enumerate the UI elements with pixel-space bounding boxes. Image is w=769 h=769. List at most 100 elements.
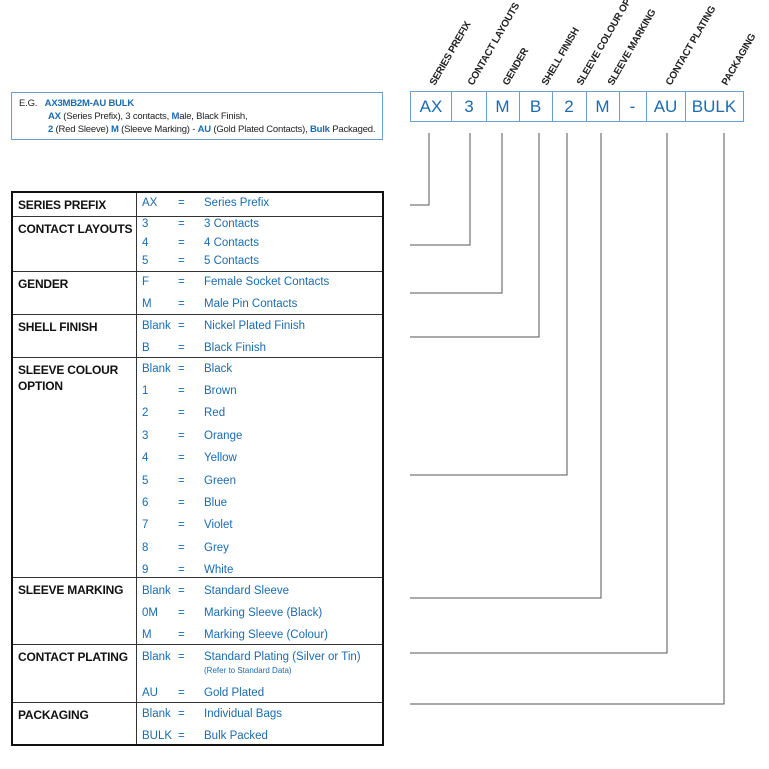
option-description: Female Socket Contacts [204,276,330,288]
option-code: 1 [142,385,149,397]
example-text-segment: 2 [48,124,54,135]
equals-sign: = [178,407,185,419]
option-description: White [204,564,234,576]
section-title: SLEEVE MARKING [18,583,124,597]
example-text-segment: AX [48,111,61,122]
equals-sign: = [178,276,185,288]
example-text-segment: Packaged. [329,124,376,135]
section-divider [13,644,382,645]
option-code: 9 [142,564,149,576]
option-description: Individual Bags [204,708,282,720]
section-divider [13,577,382,578]
option-description: Grey [204,542,229,554]
option-description: Marking Sleeve (Black) [204,607,323,619]
equals-sign: = [178,651,185,663]
option-description: Standard Sleeve [204,585,290,597]
option-description: Standard Plating (Silver or Tin) [204,651,361,663]
option-description: Bulk Packed [204,730,268,742]
equals-sign: = [178,363,185,375]
example-text-segment: (Red Sleeve) [53,124,112,135]
section-title: SHELL FINISH [18,320,98,334]
option-code: 4 [142,237,149,249]
option-code: 3 [142,430,149,442]
equals-sign: = [178,585,185,597]
option-code: 6 [142,497,149,509]
section-title: SLEEVE COLOUR OPTION [18,363,119,393]
option-code: 7 [142,519,149,531]
equals-sign: = [178,430,185,442]
option-description: Series Prefix [204,197,270,209]
option-code: Blank [142,651,171,663]
example-text-segment: (Sleeve Marking) - [118,124,198,135]
example-label: E.G. [19,98,38,109]
equals-sign: = [178,475,185,487]
equals-sign: = [178,564,185,576]
option-description: Yellow [204,452,237,464]
section-title: SERIES PREFIX [18,198,107,212]
example-line-3: 2 (Red Sleeve) M (Sleeve Marking) - AU (… [19,123,382,136]
option-description: Male Pin Contacts [204,298,298,310]
equals-sign: = [178,730,185,742]
code-box-segment: 3 [452,91,487,122]
equals-sign: = [178,255,185,267]
connector-line [410,133,568,476]
option-code: 4 [142,452,149,464]
equals-sign: = [178,708,185,720]
option-code: M [142,298,152,310]
option-code: BULK [142,730,173,742]
equals-sign: = [178,629,185,641]
option-code: 0M [142,607,158,619]
option-description: 4 Contacts [204,237,259,249]
option-description: Violet [204,519,233,531]
example-line-2: AX (Series Prefix), 3 contacts, Male, Bl… [19,110,382,123]
section-divider [13,216,382,217]
equals-sign: = [178,452,185,464]
section-title: CONTACT LAYOUTS [18,222,133,236]
option-description: Red [204,407,226,419]
code-box-segment: AX [410,91,452,122]
equals-sign: = [178,197,185,209]
option-description: 3 Contacts [204,218,259,230]
connector-line [410,133,602,599]
option-description: Nickel Plated Finish [204,320,305,332]
option-code: 2 [142,407,149,419]
option-code: 5 [142,255,149,267]
option-description: Gold Plated [204,687,265,699]
equals-sign: = [178,218,185,230]
section-title: CONTACT PLATING [18,650,128,664]
example-text-segment: AU [197,124,212,135]
section-divider [13,357,382,358]
section-title: PACKAGING [18,708,89,722]
connector-line [410,133,471,246]
option-description: 5 Contacts [204,255,259,267]
example-text-segment: (Series Prefix), 3 contacts, [60,111,172,122]
section-divider [13,314,382,315]
section-divider [13,702,382,703]
connector-line [410,133,668,654]
equals-sign: = [178,385,185,397]
section-divider [13,271,382,272]
option-code: AX [142,197,158,209]
example-text-segment: M [171,111,180,122]
code-box-segment: - [619,91,647,122]
code-box-segment: AU [646,91,686,122]
code-box-segment: B [519,91,553,122]
code-box-segment: 2 [552,91,587,122]
example-code: AX3MB2M-AU BULK [44,98,135,109]
example-box: E.G. AX3MB2M-AU BULK AX (Series Prefix),… [11,92,383,140]
equals-sign: = [178,687,185,699]
code-box-segment: M [486,91,520,122]
option-description: Orange [204,430,243,442]
option-code: Blank [142,708,171,720]
option-code: AU [142,687,158,699]
option-code: Blank [142,585,171,597]
equals-sign: = [178,237,185,249]
option-code: 3 [142,218,149,230]
option-code: Blank [142,363,171,375]
option-code: 8 [142,542,149,554]
equals-sign: = [178,342,185,354]
code-box-segment: M [586,91,620,122]
option-code: M [142,629,152,641]
